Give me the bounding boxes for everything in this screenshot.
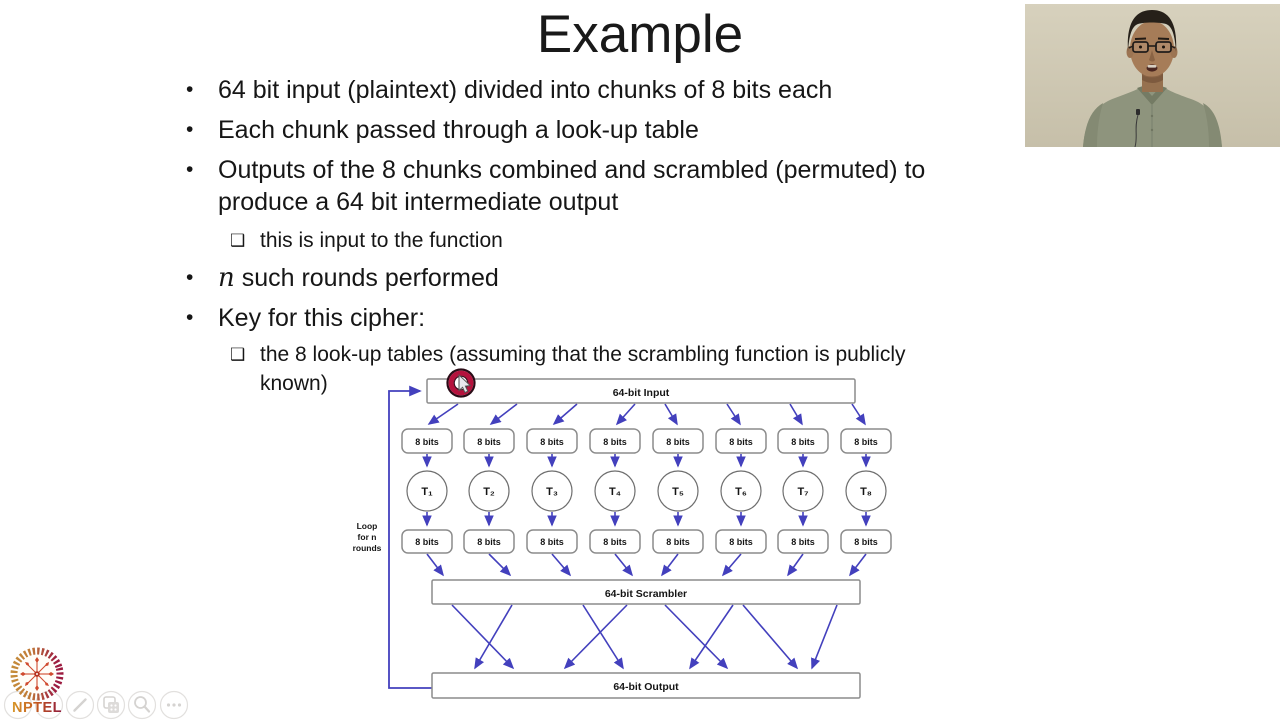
output-box — [431, 672, 861, 699]
chunk-to-table-arrows — [422, 454, 871, 468]
svg-text:8 bits: 8 bits — [603, 437, 627, 447]
sub-bullet-marker: ❑ — [230, 345, 246, 364]
svg-text:8 bits: 8 bits — [666, 537, 690, 547]
bullet-item: • Each chunk passed through a look-up ta… — [186, 114, 1101, 146]
svg-text:8 bits: 8 bits — [791, 437, 815, 447]
bullet-item: • n such rounds performed — [186, 262, 1101, 294]
chunk-row-bottom: 8 bits 8 bits 8 bits 8 bits 8 bits 8 bit… — [401, 529, 892, 554]
svg-text:8 bits: 8 bits — [666, 437, 690, 447]
pen-tool-button[interactable] — [65, 690, 95, 720]
scrambler-box — [431, 579, 861, 605]
nptel-logo-text: NPTEL — [12, 700, 62, 716]
input-box-label: 64-bit Input — [613, 387, 670, 399]
svg-text:8 bits: 8 bits — [791, 537, 815, 547]
svg-text:8 bits: 8 bits — [540, 437, 564, 447]
math-variable: n — [218, 263, 235, 293]
svg-text:8 bits: 8 bits — [415, 437, 439, 447]
sub-bullet-marker: ❑ — [230, 231, 246, 250]
svg-text:T₁: T₁ — [421, 486, 433, 498]
svg-text:8 bits: 8 bits — [477, 537, 501, 547]
sub-bullet-item: ❑ this is input to the function — [230, 226, 1120, 255]
bullet-text: n such rounds performed — [218, 263, 499, 293]
cipher-diagram: 64-bit Input 8 bits 8 bits 8 bits 8 bits… — [350, 365, 895, 715]
sub-bullet-item: ❑ the 8 look-up tables (assuming that th… — [230, 340, 1120, 398]
svg-text:for n: for n — [358, 532, 377, 542]
bullet-item: • Key for this cipher: — [186, 302, 1101, 334]
svg-text:8 bits: 8 bits — [415, 537, 439, 547]
mouse-cursor-icon — [458, 373, 472, 394]
fan-arrows — [427, 403, 866, 426]
svg-text:8 bits: 8 bits — [477, 437, 501, 447]
annotation-toolbar — [0, 687, 200, 720]
svg-text:8 bits: 8 bits — [729, 437, 753, 447]
nptel-emblem — [10, 647, 64, 701]
svg-text:T₈: T₈ — [860, 486, 872, 498]
loop-arrow — [388, 385, 432, 689]
svg-text:8 bits: 8 bits — [603, 537, 627, 547]
frames-icon — [103, 696, 119, 713]
svg-text:T₃: T₃ — [546, 486, 558, 498]
scrambler-to-output-arrows — [451, 604, 838, 670]
bullet-marker: • — [186, 118, 194, 141]
webcam-video — [1025, 4, 1280, 147]
nptel-logo: NPTEL — [6, 644, 68, 718]
bullet-text: Outputs of the 8 chunks combined and scr… — [218, 156, 926, 216]
svg-text:T₂: T₂ — [483, 486, 495, 498]
svg-text:T₅: T₅ — [672, 486, 684, 498]
loop-label: Loop for n rounds — [353, 521, 382, 553]
chunk-row-top: 8 bits 8 bits 8 bits 8 bits 8 bits 8 bit… — [401, 428, 892, 454]
bullet-item: • 64 bit input (plaintext) divided into … — [186, 74, 1101, 106]
scrambler-box-label: 64-bit Scrambler — [605, 588, 687, 600]
bullet-marker: • — [186, 266, 194, 289]
table-to-chunk-arrows — [422, 512, 871, 527]
bullet-text: Each chunk passed through a look-up tabl… — [218, 116, 699, 144]
lookup-table-circles: T₁ T₂ T₃ T₄ T₅ T₆ T₇ T₈ — [406, 470, 887, 512]
bullet-marker: • — [186, 78, 194, 101]
more-tools-button[interactable] — [159, 690, 189, 720]
zoom-tool-button[interactable] — [127, 690, 157, 720]
to-scrambler-arrows — [426, 553, 867, 577]
svg-text:8 bits: 8 bits — [540, 537, 564, 547]
input-box — [426, 378, 856, 404]
svg-text:8 bits: 8 bits — [854, 537, 878, 547]
bullet-text: the 8 look-up tables (assuming that the … — [260, 343, 906, 395]
svg-text:8 bits: 8 bits — [729, 537, 753, 547]
output-box-label: 64-bit Output — [613, 681, 679, 693]
frames-tool-button[interactable] — [96, 690, 126, 720]
svg-text:T₆: T₆ — [735, 486, 747, 498]
pen-icon — [73, 698, 87, 712]
bullet-text: this is input to the function — [260, 229, 503, 252]
svg-text:T₇: T₇ — [797, 486, 808, 498]
svg-text:T₄: T₄ — [609, 486, 621, 498]
instructor-figure — [1083, 10, 1222, 147]
bullet-marker: • — [186, 306, 194, 329]
svg-text:rounds: rounds — [353, 543, 382, 553]
more-icon — [166, 703, 182, 707]
search-icon — [134, 696, 151, 713]
bullet-item: • Outputs of the 8 chunks combined and s… — [186, 154, 1101, 218]
bullet-text: 64 bit input (plaintext) divided into ch… — [218, 76, 833, 104]
bullet-text: Key for this cipher: — [218, 304, 426, 332]
svg-text:8 bits: 8 bits — [854, 437, 878, 447]
svg-text:Loop: Loop — [357, 521, 378, 531]
page-title: Example — [536, 5, 744, 64]
bullet-marker: • — [186, 158, 194, 181]
